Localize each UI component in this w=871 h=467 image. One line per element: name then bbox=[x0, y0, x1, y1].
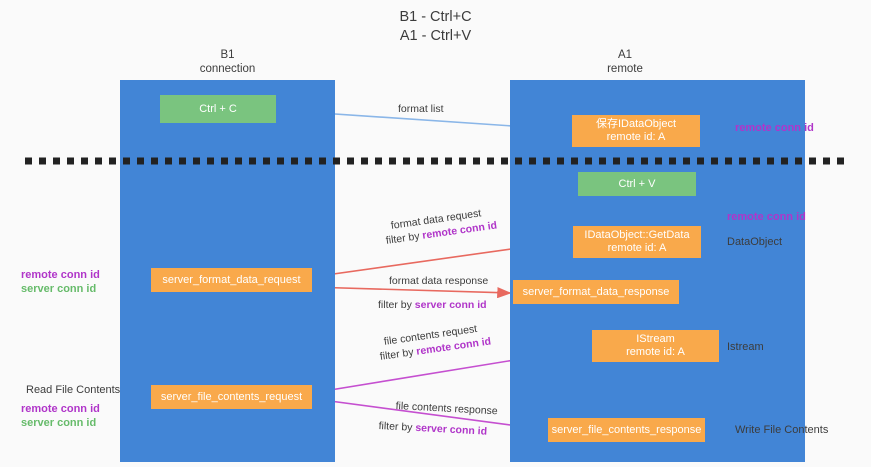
edge-label-filter-prefix-2: filter by bbox=[378, 299, 415, 311]
label-ids-top-server: server conn id bbox=[21, 283, 97, 295]
column-heading-a1: A1 remote bbox=[607, 49, 643, 75]
label-ids-top: remote conn id server conn id bbox=[21, 268, 100, 296]
label-read-file-contents: Read File Contents bbox=[26, 384, 121, 396]
node-idataobject-getdata[interactable]: IDataObject::GetData remote id: A bbox=[573, 226, 701, 258]
label-ids-bottom: remote conn id server conn id bbox=[21, 402, 100, 430]
label-write-file-contents: Write File Contents bbox=[735, 424, 829, 436]
node-istream[interactable]: IStream remote id: A bbox=[592, 330, 719, 362]
edge-label-file-contents-response-filter: filter by server conn id bbox=[378, 419, 487, 439]
label-ids-top-remote: remote conn id bbox=[21, 269, 100, 281]
edge-label-filter-prefix-1: filter by bbox=[385, 229, 424, 247]
node-server-file-contents-request[interactable]: server_file_contents_request bbox=[151, 385, 312, 409]
edge-label-filter-prefix-4: filter by bbox=[378, 419, 416, 434]
edge-label-format-data-response-filter: filter by server conn id bbox=[378, 298, 487, 312]
node-server-file-contents-response[interactable]: server_file_contents_response bbox=[548, 418, 705, 442]
edge-label-format-data-response: format data response bbox=[389, 275, 489, 287]
label-dataobject: DataObject bbox=[727, 236, 783, 248]
label-remote-conn-id-mid: remote conn id bbox=[727, 211, 806, 223]
node-server-format-data-request[interactable]: server_format_data_request bbox=[151, 268, 312, 292]
label-remote-conn-id-top: remote conn id bbox=[735, 122, 814, 134]
edge-label-filter-prefix-3: filter by bbox=[379, 345, 418, 363]
label-istream: Istream bbox=[727, 341, 764, 353]
column-heading-b1: B1 connection bbox=[199, 49, 256, 75]
node-save-idataobject[interactable]: 保存IDataObject remote id: A bbox=[572, 115, 700, 147]
label-ids-bottom-server: server conn id bbox=[21, 417, 97, 429]
node-ctrl-c[interactable]: Ctrl + C bbox=[160, 95, 276, 123]
page-title: B1 - Ctrl+C A1 - Ctrl+V bbox=[399, 9, 472, 44]
node-ctrl-v[interactable]: Ctrl + V bbox=[578, 172, 696, 196]
edge-label-file-contents-response: file contents response bbox=[395, 399, 498, 418]
node-server-format-data-response[interactable]: server_format_data_response bbox=[513, 280, 679, 304]
edge-label-filter-key-4: server conn id bbox=[415, 421, 488, 438]
label-ids-bottom-remote: remote conn id bbox=[21, 403, 100, 415]
edge-label-filter-key-2: server conn id bbox=[414, 299, 487, 311]
edge-label-format-list: format list bbox=[398, 103, 444, 115]
